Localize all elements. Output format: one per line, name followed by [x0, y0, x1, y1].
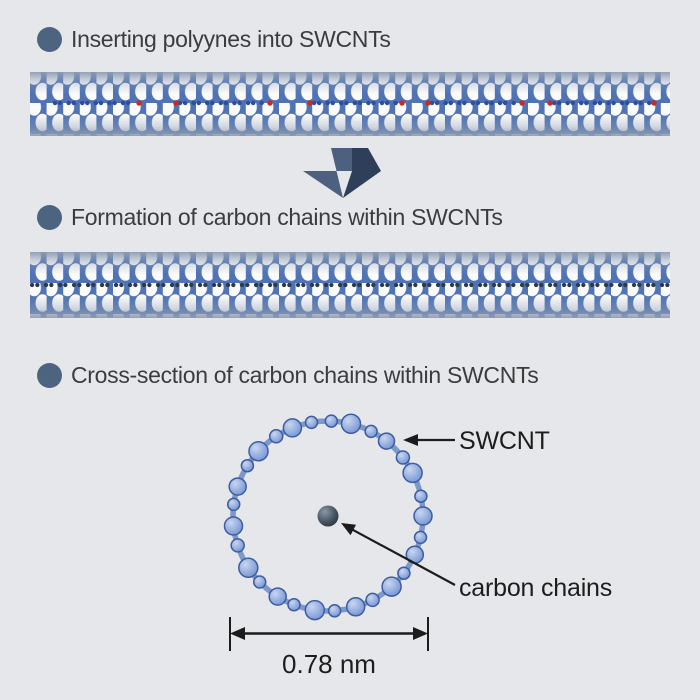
section-2-header: Formation of carbon chains within SWCNTs [37, 204, 503, 231]
diameter-dimension [229, 617, 429, 651]
swcnt-label: SWCNT [459, 427, 550, 455]
polyyne-end-atoms [136, 100, 657, 106]
carbon-chain-core [317, 505, 339, 527]
swcnt-tube-polyynes-illustration [30, 72, 670, 136]
section-3-title: Cross-section of carbon chains within SW… [71, 362, 539, 388]
swcnt-lattice [30, 72, 670, 136]
circle-bullet-icon [37, 27, 62, 52]
carbon-chains-label: carbon chains [459, 574, 613, 602]
down-arrow-icon [303, 148, 381, 198]
swcnt-pointer-arrow [403, 434, 455, 446]
swcnt-lattice [30, 252, 670, 318]
swcnt-tube-carbon-chain-illustration [30, 252, 670, 318]
section-3-header: Cross-section of carbon chains within SW… [37, 362, 539, 389]
swcnt-ring-beads [223, 413, 433, 621]
carbon-chains-pointer-arrow [341, 523, 456, 586]
section-2-title: Formation of carbon chains within SWCNTs [71, 204, 503, 230]
section-1-title: Inserting polyynes into SWCNTs [71, 26, 391, 52]
section-1-header: Inserting polyynes into SWCNTs [37, 26, 391, 53]
circle-bullet-icon [37, 205, 62, 230]
circle-bullet-icon [37, 363, 62, 388]
swcnt-cross-section-illustration [223, 413, 456, 651]
diameter-value-label: 0.78 nm [282, 649, 376, 679]
